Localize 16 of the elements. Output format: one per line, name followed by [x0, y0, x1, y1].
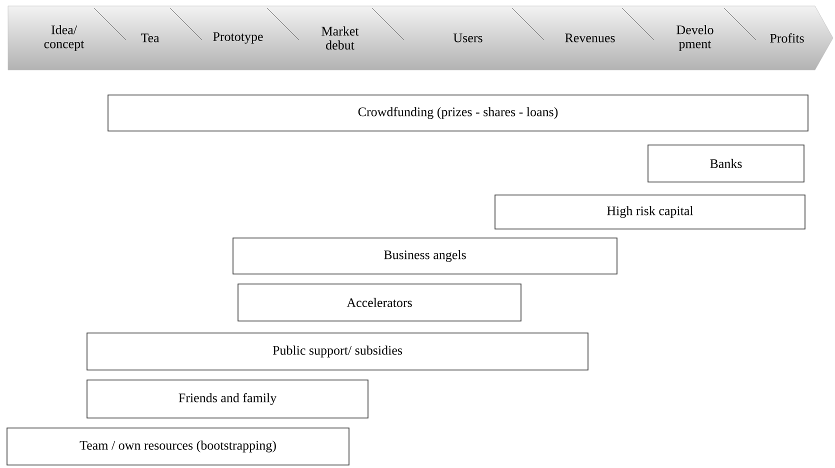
funding-box: Crowdfunding (prizes - shares - loans)	[108, 94, 808, 132]
stage-label: Develo pment	[676, 25, 714, 51]
stage-label: Users	[453, 34, 482, 42]
funding-box: High risk capital	[494, 194, 806, 230]
stage-label: Tea	[140, 34, 160, 42]
funding-box: Banks	[648, 144, 804, 182]
stage-label: Idea/ concept	[44, 25, 84, 51]
funding-box: Public support/ subsidies	[86, 332, 588, 370]
stage-label: Revenues	[565, 34, 615, 42]
stage-label: Prototype	[213, 32, 263, 44]
funding-box: Accelerators	[238, 284, 522, 322]
funding-box: Team / own resources (bootstrapping)	[6, 428, 350, 466]
funding-box: Business angels	[232, 238, 618, 274]
stage-label: Market debut	[322, 26, 359, 50]
stage-label: Profits	[770, 33, 804, 43]
funding-box: Friends and family	[86, 380, 368, 418]
